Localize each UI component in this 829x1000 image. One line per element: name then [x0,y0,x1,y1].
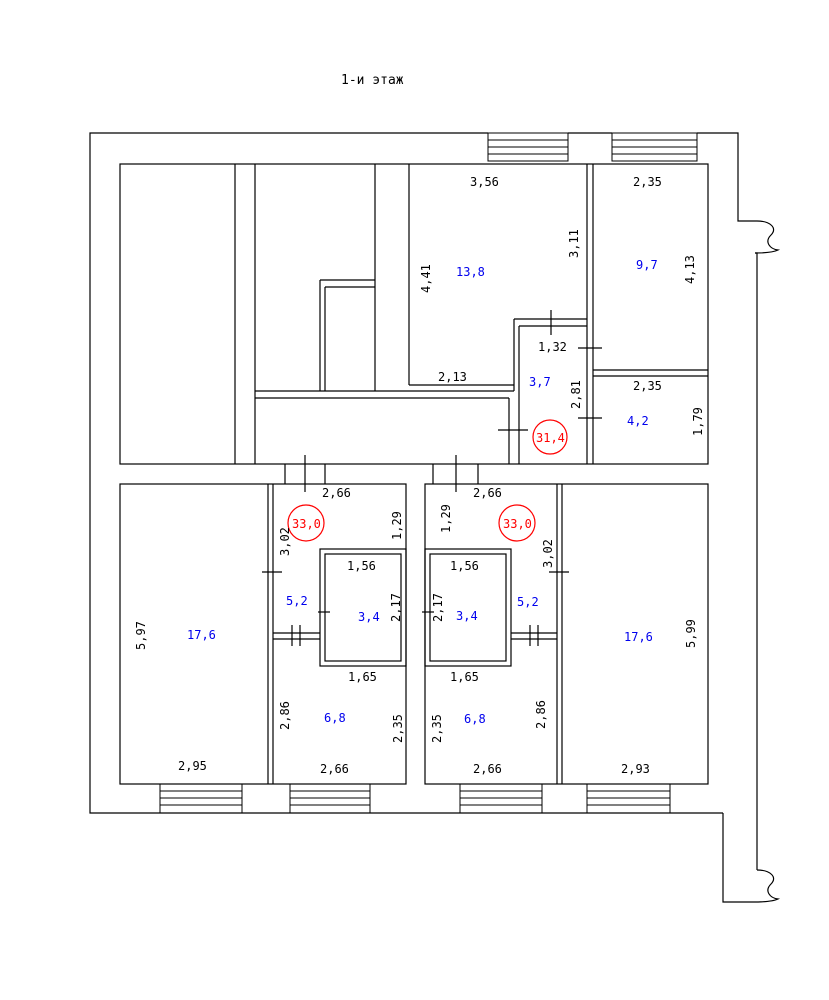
dimension-label: 1,65 [450,670,479,684]
dimension-label: 2,35 [633,379,662,393]
dimension-label: 3,02 [278,527,292,556]
room-area: 3,4 [358,610,380,624]
lower-block [119,483,709,785]
outer-walls [89,132,781,903]
dimension-label: 2,17 [431,593,445,622]
dimension-label: 3,56 [470,175,499,189]
room-area: 6,8 [324,711,346,725]
dimension-label: 1,29 [390,511,404,540]
room-area: 3,4 [456,609,478,623]
dimension-label: 2,66 [322,486,351,500]
dimension-label: 2,66 [320,762,349,776]
dimension-label: 2,35 [391,714,405,743]
room-area: 17,6 [624,630,653,644]
upper-block [119,163,709,465]
total-ring-upper [532,419,568,455]
dimension-label: 1,56 [347,559,376,573]
total-ring-right [498,504,536,542]
dimension-label: 2,66 [473,762,502,776]
total-area: 33,0 [292,517,321,531]
room-area: 13,8 [456,265,485,279]
dimension-label: 1,29 [439,504,453,533]
window-top-right [611,132,698,162]
total-area: 31,4 [536,431,565,445]
dimension-label: 1,79 [691,407,705,436]
door-ticks [262,310,602,646]
dimension-label: 2,66 [473,486,502,500]
dimension-label: 3,02 [541,539,555,568]
dimension-label: 2,93 [621,762,650,776]
dimension-label: 1,32 [538,340,567,354]
room-area: 17,6 [187,628,216,642]
floor-title: 1-и этаж [341,73,404,88]
room-area: 9,7 [636,258,658,272]
dimension-label: 5,97 [134,621,148,650]
room-area: 5,2 [286,594,308,608]
dimension-label: 3,11 [567,229,581,258]
dimension-label: 2,81 [569,380,583,409]
total-area: 33,0 [503,517,532,531]
dimension-label: 1,65 [348,670,377,684]
dimension-label: 2,13 [438,370,467,384]
dimension-label: 2,35 [633,175,662,189]
dimension-label: 2,95 [178,759,207,773]
window-bottom-4 [586,783,671,814]
dimension-label: 5,99 [684,619,698,648]
total-ring-left [287,504,325,542]
room-area: 4,2 [627,414,649,428]
room-area: 6,8 [464,712,486,726]
window-bottom-3 [459,783,543,814]
room-area: 3,7 [529,375,551,389]
window-bottom-2 [289,783,371,814]
dimension-label: 2,86 [534,700,548,729]
window-bottom-1 [159,783,243,814]
dimension-label: 2,35 [430,714,444,743]
dimension-label: 2,86 [278,701,292,730]
dimension-label: 4,41 [419,264,433,293]
window-top-left [487,132,569,162]
dimension-label: 4,13 [683,255,697,284]
dimension-label: 2,17 [389,593,403,622]
room-area: 5,2 [517,595,539,609]
dimension-label: 1,56 [450,559,479,573]
